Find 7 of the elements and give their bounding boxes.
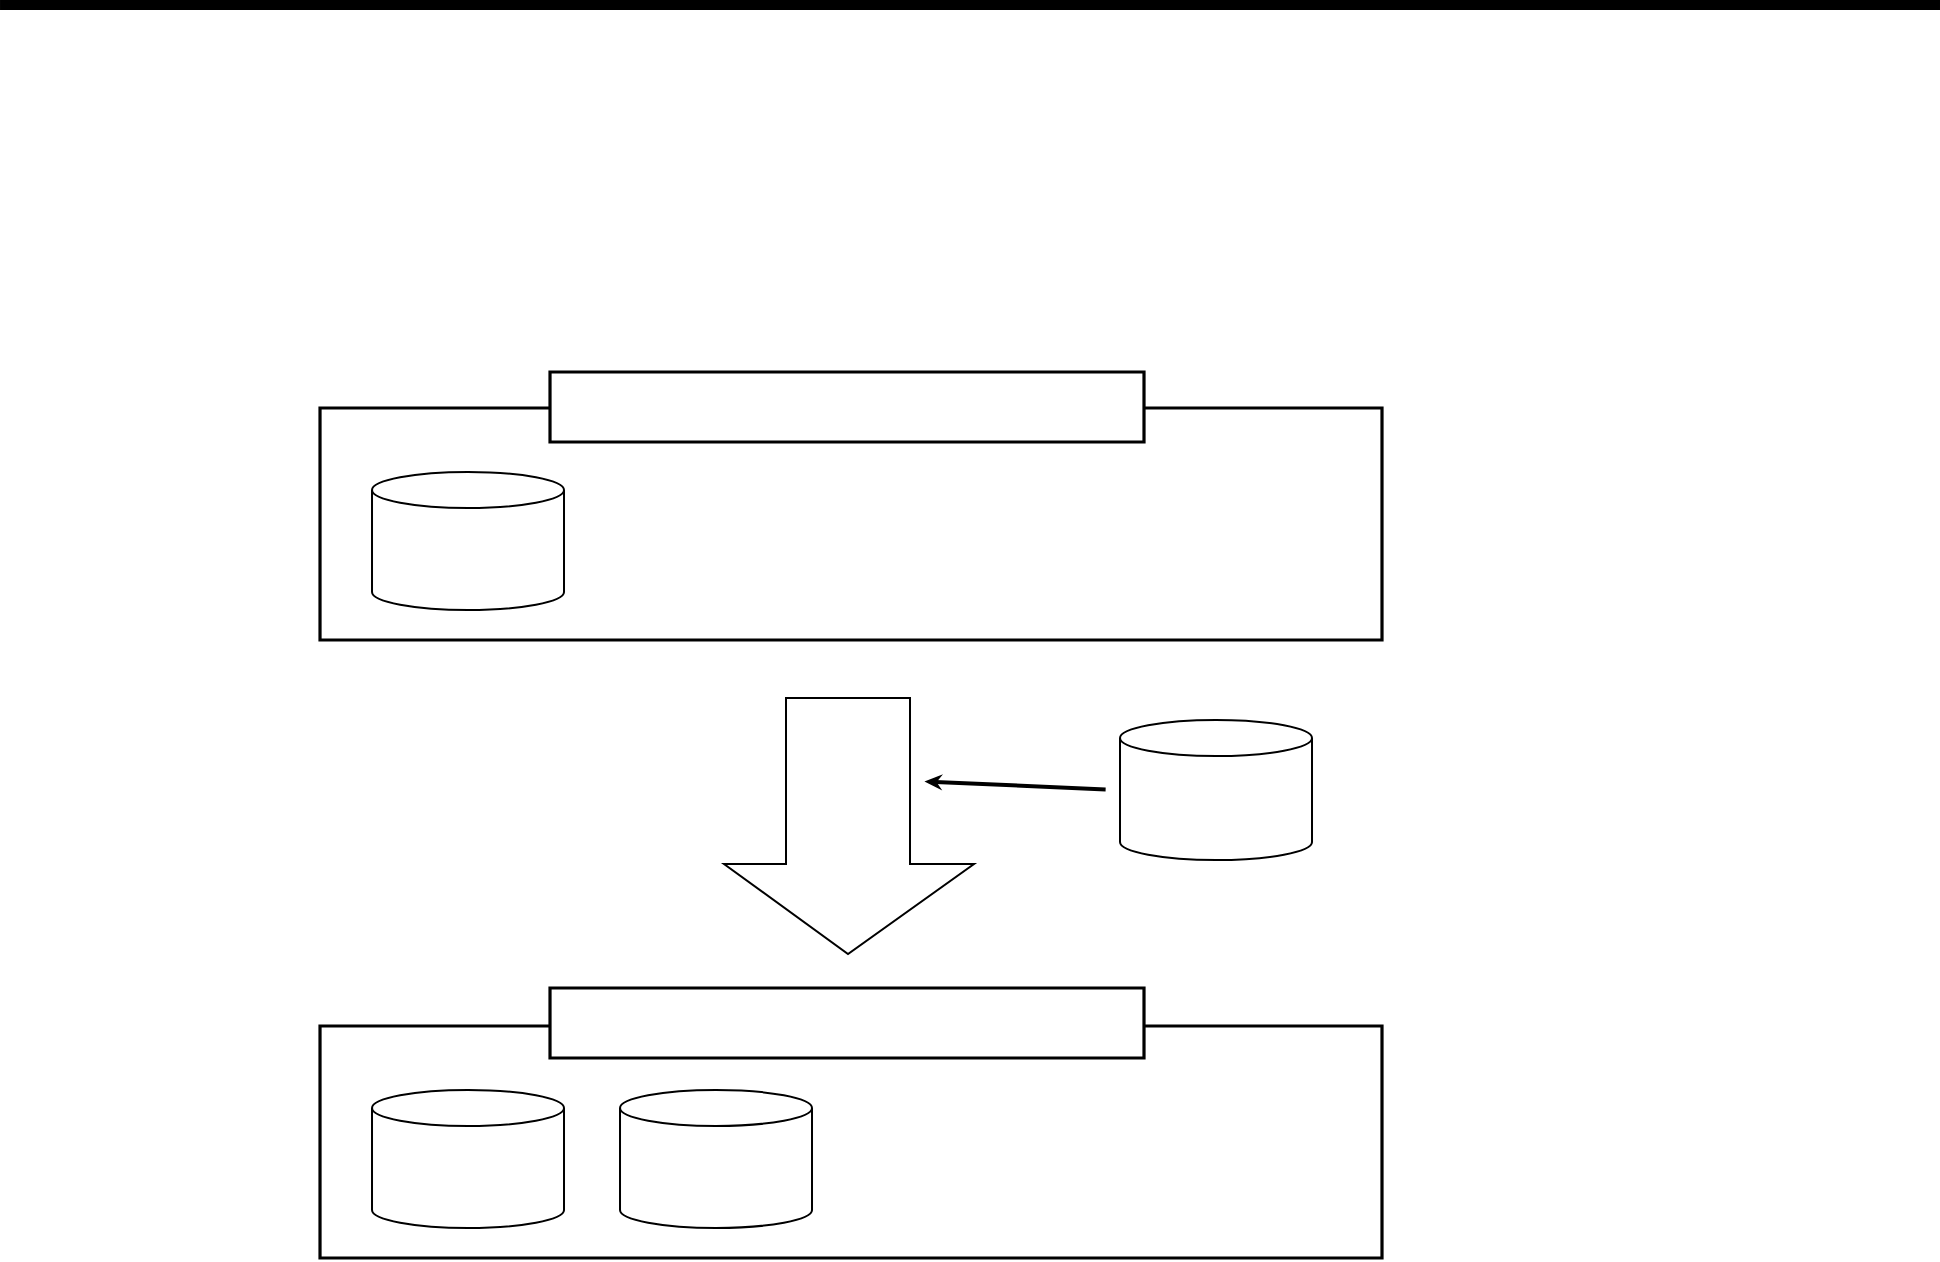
panel-box (548, 986, 1146, 1060)
block-arrow (720, 697, 978, 956)
database-cylinder (371, 1089, 565, 1229)
database-cylinder (619, 1089, 813, 1229)
panel-box (548, 370, 1146, 444)
database-cylinder (1119, 719, 1313, 861)
database-cylinder (371, 471, 565, 611)
